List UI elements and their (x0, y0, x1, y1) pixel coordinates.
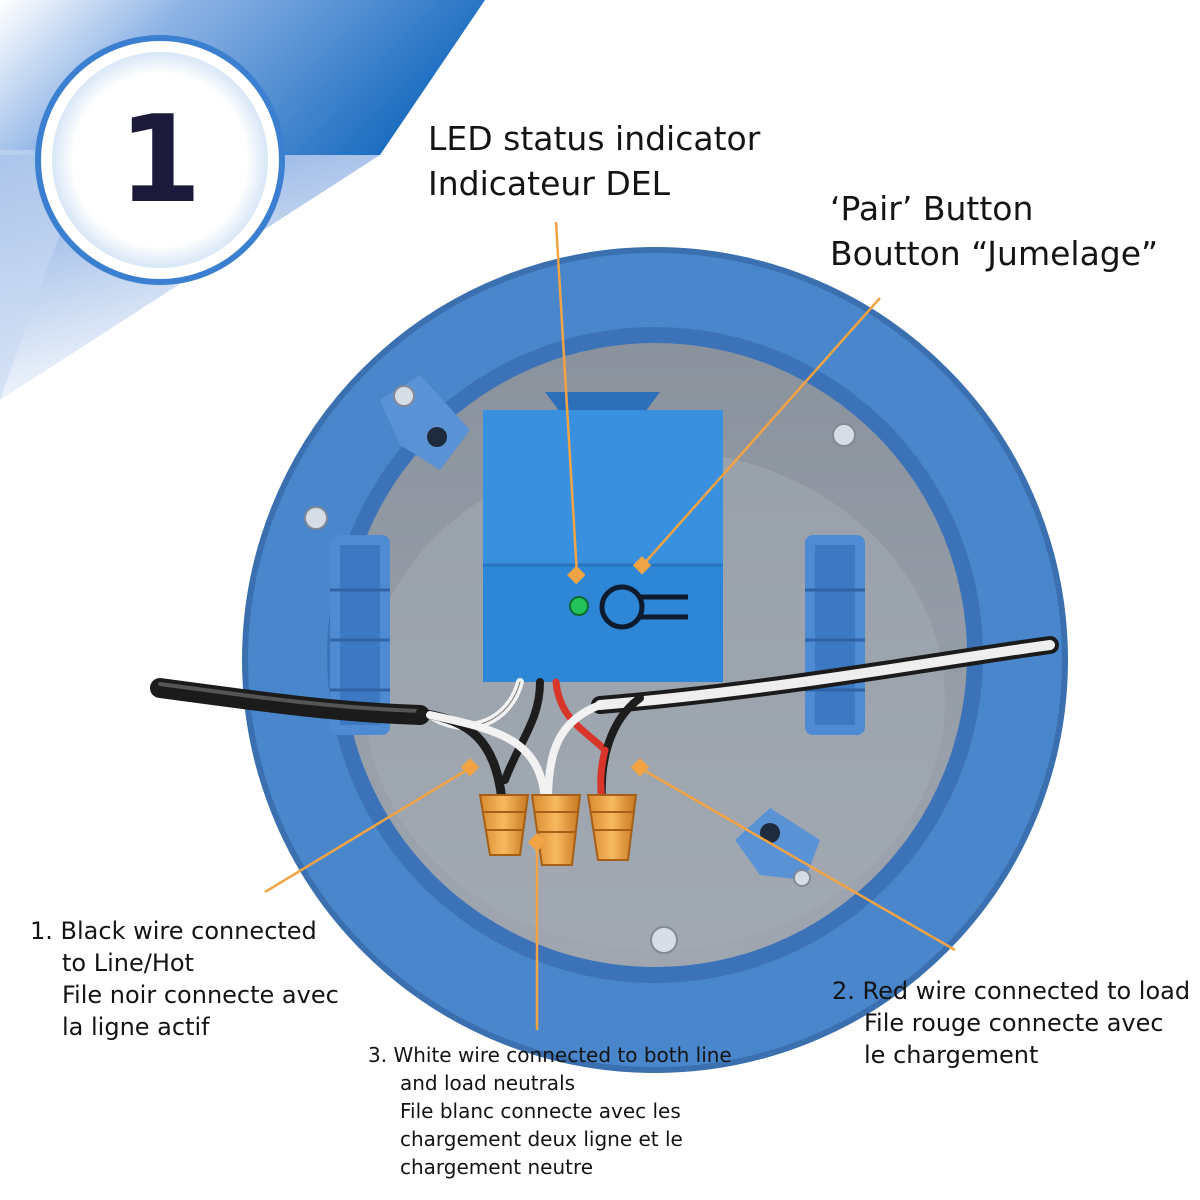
clamp-right (805, 535, 865, 735)
red-wire-callout: 2. Red wire connected to load File rouge… (832, 975, 1190, 1071)
white-wire-line5: chargement neutre (400, 1155, 594, 1179)
led-callout-en: LED status indicator (428, 119, 761, 158)
pair-callout-fr: Boutton “Jumelage” (830, 234, 1159, 273)
black-wire-line1: 1. Black wire connected (30, 917, 317, 945)
white-wire-callout: 3. White wire connected to both line and… (368, 1041, 732, 1181)
white-wire-line3: File blanc connecte avec les (400, 1099, 681, 1123)
smart-module (483, 392, 723, 682)
white-wire-line2: and load neutrals (400, 1071, 576, 1095)
black-wire-line4: la ligne actif (62, 1013, 210, 1041)
mounting-ear-top-left (380, 375, 470, 470)
wires (150, 636, 1059, 805)
red-wire-line1: 2. Red wire connected to load (832, 977, 1191, 1005)
step-badge (35, 35, 285, 285)
wire-nut-3 (586, 794, 638, 861)
white-wire-line4: chargement deux ligne et le (400, 1127, 683, 1151)
red-wire-line3: le chargement (864, 1041, 1039, 1069)
wire-nut-2 (530, 794, 582, 866)
clamp-left (330, 535, 390, 735)
led-callout: LED status indicator Indicateur DEL (428, 116, 760, 206)
mounting-ear-bottom-right (735, 808, 820, 887)
pair-callout-en: ‘Pair’ Button (830, 189, 1034, 228)
wire-nuts (478, 794, 638, 866)
black-wire-callout: 1. Black wire connected to Line/Hot File… (30, 915, 339, 1043)
leader-pair (641, 297, 881, 567)
pair-callout: ‘Pair’ Button Boutton “Jumelage” (830, 186, 1158, 276)
leader-red-wire (639, 766, 956, 952)
white-wire-line1: 3. White wire connected to both line (368, 1043, 732, 1067)
black-wire-line2: to Line/Hot (62, 949, 194, 977)
wire-nut-1 (478, 794, 530, 856)
red-wire-line2: File rouge connecte avec (864, 1009, 1164, 1037)
step-number: 1 (118, 90, 202, 230)
pair-button-icon (599, 584, 688, 630)
leader-black-wire (264, 766, 471, 894)
leader-lines (264, 221, 956, 1030)
led-callout-fr: Indicateur DEL (428, 164, 670, 203)
led-indicator-icon (569, 596, 589, 616)
black-wire-line3: File noir connecte avec (62, 981, 339, 1009)
leader-led (554, 221, 579, 576)
